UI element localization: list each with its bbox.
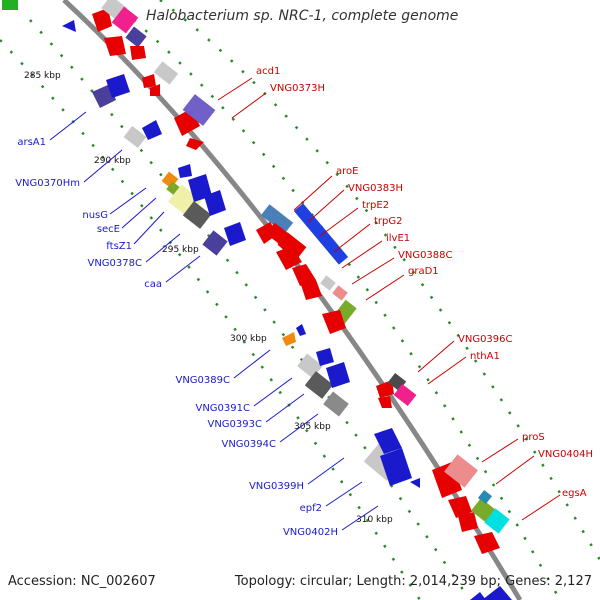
right-callouts	[217, 77, 561, 521]
tick-label: 290 kbp	[94, 156, 131, 166]
gene-label: ftsZ1	[106, 241, 132, 252]
gene-label: VNG0378C	[87, 258, 142, 269]
kbp-ticks: 285 kbp 290 kbp 295 kbp 300 kbp 305 kbp …	[24, 71, 393, 525]
gene-glyphs	[92, 0, 512, 600]
map-title: Halobacterium sp. NRC-1, complete genome	[146, 8, 459, 24]
gene-label: caa	[144, 279, 162, 290]
tick-label: 300 kbp	[230, 334, 267, 344]
gene-label: VNG0373H	[270, 83, 325, 94]
tick-label: 305 kbp	[294, 422, 331, 432]
gene-label: VNG0383H	[348, 183, 403, 194]
gene-label: VNG0393C	[207, 419, 262, 430]
gene-label: VNG0402H	[283, 527, 338, 538]
gene-label: proS	[522, 432, 545, 443]
gene-label: nthA1	[470, 351, 500, 362]
tick-label: 310 kbp	[356, 515, 393, 525]
gene-label: graD1	[408, 266, 439, 277]
tick-label: 285 kbp	[24, 71, 61, 81]
gene-label: VNG0389C	[175, 375, 230, 386]
gene-label: acd1	[256, 66, 280, 77]
gene-label: VNG0396C	[458, 334, 513, 345]
accession-text: Accession: NC_002607	[8, 574, 156, 589]
gene-label: epf2	[300, 503, 322, 514]
gene-label: nusG	[82, 210, 108, 221]
gene-label: VNG0370Hm	[15, 178, 80, 189]
gene-label: VNG0394C	[221, 439, 276, 450]
left-callouts	[49, 111, 379, 531]
gene-label: secE	[97, 224, 120, 235]
gene-label: trpG2	[374, 216, 403, 227]
gene-label: VNG0404H	[538, 449, 593, 460]
gene-label: VNG0399H	[249, 481, 304, 492]
gene-label: egsA	[562, 488, 587, 499]
gene-label: aroE	[336, 166, 358, 177]
gene-feature	[2, 0, 18, 10]
left-gene-labels: arsA1 VNG0370Hm nusG secE ftsZ1 VNG0378C…	[15, 137, 338, 538]
right-gene-labels: acd1 VNG0373H aroE VNG0383H trpE2 trpG2 …	[256, 66, 593, 499]
gene-label: VNG0391C	[195, 403, 250, 414]
genome-summary: Topology: circular; Length: 2,014,239 bp…	[234, 574, 592, 589]
gene-label: arsA1	[17, 137, 46, 148]
gene-label: trpE2	[362, 200, 389, 211]
tick-label: 295 kbp	[162, 245, 199, 255]
gene-feature	[62, 20, 76, 32]
gene-label: VNG0388C	[398, 250, 453, 261]
gene-label: ilvE1	[386, 233, 410, 244]
